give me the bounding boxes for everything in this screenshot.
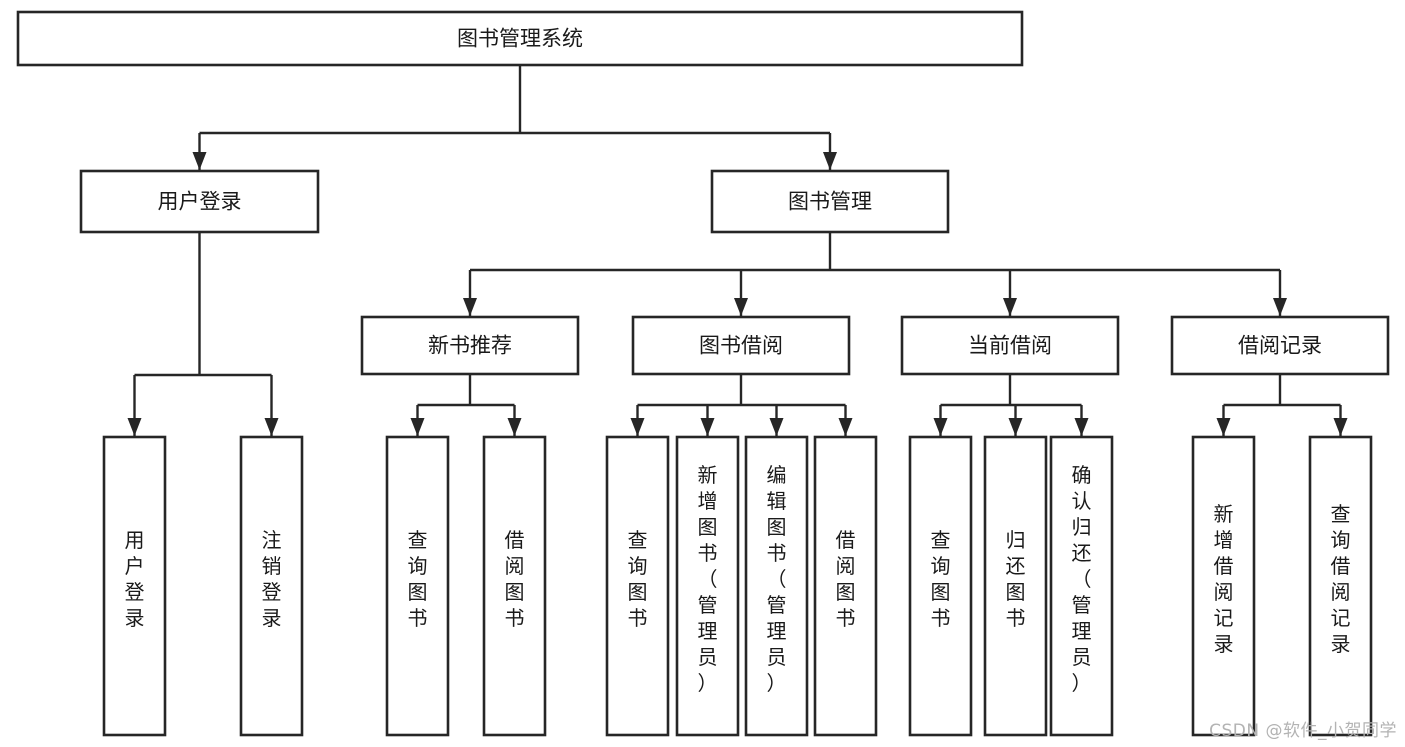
node-leaf-add-book-admin-rect	[675, 435, 740, 737]
node-book-borrow-rect	[631, 315, 851, 376]
arrow-head-icon	[410, 418, 425, 436]
node-borrow-records-rect	[1170, 315, 1390, 376]
node-leaf-query-book-current[interactable]: 查询图书	[908, 435, 973, 737]
node-leaf-query-borrow-record-label: 查询借阅记录	[1331, 502, 1351, 656]
arrow-head-icon	[1074, 418, 1089, 436]
node-book-borrow-label: 图书借阅	[699, 334, 783, 358]
node-root-label: 图书管理系统	[457, 27, 583, 51]
arrow-head-icon	[192, 152, 207, 170]
node-leaf-add-book-admin[interactable]: 新增图书（管理员）	[675, 435, 740, 737]
node-new-book-recommend-rect	[360, 315, 580, 376]
arrow-head-icon	[1333, 418, 1348, 436]
arrow-head-icon	[838, 418, 853, 436]
node-leaf-borrow-book-rect	[813, 435, 878, 737]
arrow-head-icon	[1216, 418, 1231, 436]
node-leaf-query-book-recommend-rect	[385, 435, 450, 737]
node-leaf-query-book-borrow-label: 查询图书	[628, 528, 648, 630]
node-leaf-add-book-admin-label: 新增图书（管理员）	[698, 463, 718, 695]
node-leaf-borrow-book-recommend-label: 借阅图书	[505, 528, 525, 630]
node-leaf-query-book-current-label: 查询图书	[931, 528, 951, 630]
node-leaf-return-book[interactable]: 归还图书	[983, 435, 1048, 737]
node-current-borrow[interactable]: 当前借阅	[900, 315, 1120, 376]
node-leaf-query-borrow-record[interactable]: 查询借阅记录	[1308, 435, 1373, 737]
node-new-book-recommend[interactable]: 新书推荐	[360, 315, 580, 376]
node-leaf-borrow-book-recommend-rect	[482, 435, 547, 737]
connectors-layer	[127, 65, 1348, 436]
node-user-login-rect	[79, 169, 320, 234]
arrow-head-icon	[630, 418, 645, 436]
node-book-management[interactable]: 图书管理	[710, 169, 950, 234]
arrow-head-icon	[823, 152, 837, 170]
arrow-head-icon	[1008, 418, 1023, 436]
node-leaf-query-book-recommend-label: 查询图书	[408, 528, 428, 630]
node-leaf-add-borrow-record-rect	[1191, 435, 1256, 737]
node-leaf-query-book-current-rect	[908, 435, 973, 737]
arrow-head-icon	[769, 418, 784, 436]
node-leaf-return-book-label: 归还图书	[1006, 528, 1026, 630]
node-current-borrow-label: 当前借阅	[968, 334, 1052, 358]
node-leaf-confirm-return-admin[interactable]: 确认归还（管理员）	[1049, 435, 1114, 737]
node-book-management-label: 图书管理	[788, 190, 872, 214]
node-leaf-borrow-book[interactable]: 借阅图书	[813, 435, 878, 737]
arrow-head-icon	[463, 298, 477, 316]
node-leaf-user-login[interactable]: 用户登录	[102, 435, 167, 737]
node-root[interactable]: 图书管理系统	[16, 10, 1024, 67]
arrow-head-icon	[700, 418, 715, 436]
node-book-management-rect	[710, 169, 950, 234]
boxes-layer: 图书管理系统用户登录图书管理新书推荐图书借阅当前借阅借阅记录用户登录注销登录查询…	[16, 10, 1390, 737]
node-leaf-add-borrow-record-label: 新增借阅记录	[1214, 502, 1234, 656]
node-leaf-edit-book-admin[interactable]: 编辑图书（管理员）	[744, 435, 809, 737]
arrow-head-icon	[127, 418, 142, 436]
node-leaf-query-book-borrow-rect	[605, 435, 670, 737]
node-leaf-query-book-borrow[interactable]: 查询图书	[605, 435, 670, 737]
node-leaf-confirm-return-admin-label: 确认归还（管理员）	[1072, 463, 1092, 695]
node-current-borrow-rect	[900, 315, 1120, 376]
node-leaf-user-login-label: 用户登录	[125, 528, 145, 630]
arrow-head-icon	[734, 298, 748, 316]
node-user-login[interactable]: 用户登录	[79, 169, 320, 234]
node-leaf-query-borrow-record-rect	[1308, 435, 1373, 737]
node-leaf-edit-book-admin-label: 编辑图书（管理员）	[767, 463, 787, 695]
node-leaf-return-book-rect	[983, 435, 1048, 737]
node-leaf-borrow-book-label: 借阅图书	[836, 528, 856, 630]
node-borrow-records[interactable]: 借阅记录	[1170, 315, 1390, 376]
node-book-borrow[interactable]: 图书借阅	[631, 315, 851, 376]
node-user-login-label: 用户登录	[158, 190, 242, 214]
node-leaf-add-borrow-record[interactable]: 新增借阅记录	[1191, 435, 1256, 737]
arrow-head-icon	[264, 418, 279, 436]
node-borrow-records-label: 借阅记录	[1238, 334, 1322, 358]
arrow-head-icon	[507, 418, 522, 436]
node-leaf-logout[interactable]: 注销登录	[239, 435, 304, 737]
node-leaf-query-book-recommend[interactable]: 查询图书	[385, 435, 450, 737]
arrow-head-icon	[1273, 298, 1287, 316]
arrow-head-icon	[933, 418, 948, 436]
node-leaf-confirm-return-admin-rect	[1049, 435, 1114, 737]
arrow-head-icon	[1003, 298, 1017, 316]
node-leaf-user-login-rect	[102, 435, 167, 737]
node-root-rect	[16, 10, 1024, 67]
node-leaf-logout-rect	[239, 435, 304, 737]
node-new-book-recommend-label: 新书推荐	[428, 334, 512, 358]
node-leaf-logout-label: 注销登录	[262, 528, 282, 630]
node-leaf-borrow-book-recommend[interactable]: 借阅图书	[482, 435, 547, 737]
node-leaf-edit-book-admin-rect	[744, 435, 809, 737]
